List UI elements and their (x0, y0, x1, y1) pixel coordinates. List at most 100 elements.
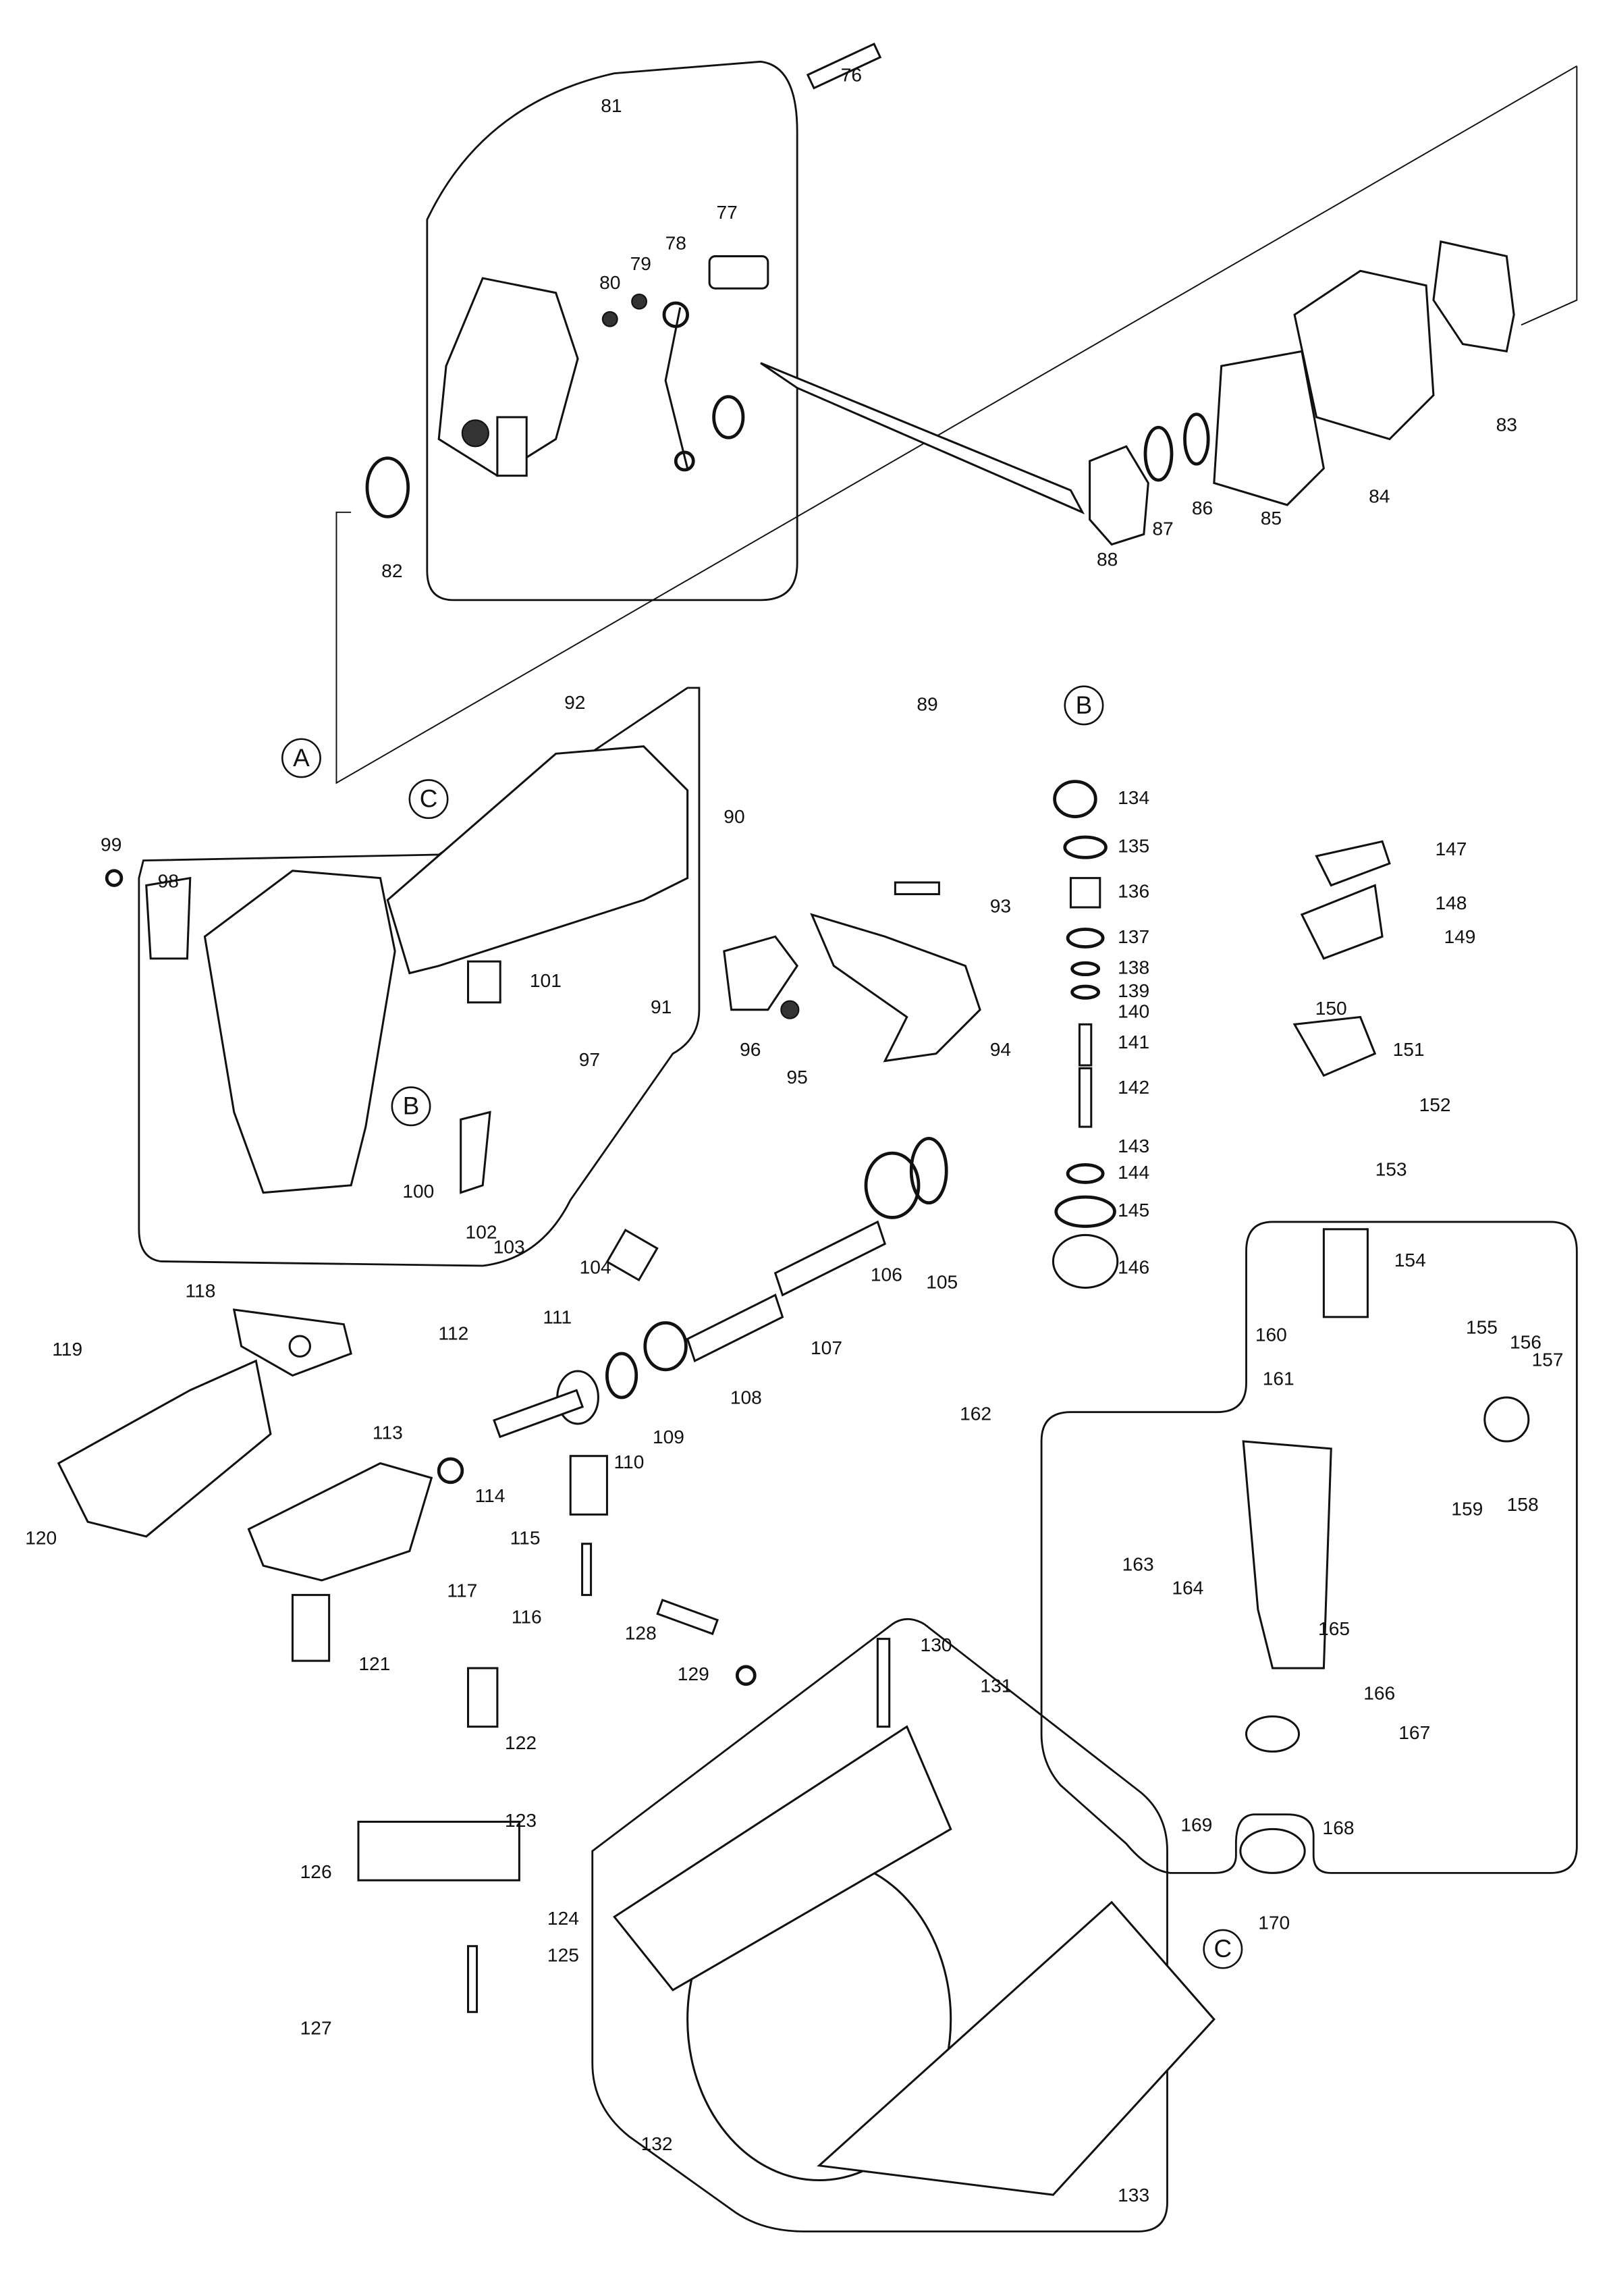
part-label-81: 81 (601, 95, 622, 116)
part-label-115: 115 (510, 1527, 541, 1549)
part-label-133: 133 (1118, 2184, 1149, 2206)
svg-text:A: A (293, 744, 310, 772)
part-label-158: 158 (1507, 1493, 1539, 1515)
part-label-102: 102 (466, 1221, 497, 1243)
part-label-139: 139 (1118, 980, 1149, 1001)
part-label-124: 124 (547, 1907, 579, 1929)
part-label-145: 145 (1118, 1199, 1149, 1221)
part-label-94: 94 (990, 1038, 1011, 1060)
part-label-78: 78 (665, 232, 686, 254)
part-label-79: 79 (630, 252, 651, 274)
part-label-153: 153 (1375, 1158, 1407, 1180)
callout-B-valve: B (1064, 685, 1104, 726)
part-label-104: 104 (580, 1256, 611, 1278)
part-label-114: 114 (475, 1485, 506, 1506)
svg-text:C: C (1214, 1935, 1232, 1963)
callout-A: A (281, 738, 321, 778)
part-label-109: 109 (653, 1426, 684, 1447)
part-label-89: 89 (917, 693, 937, 714)
connector-line-top (335, 65, 1578, 784)
part-label-88: 88 (1097, 548, 1118, 570)
part-label-167: 167 (1398, 1721, 1430, 1743)
callout-B-housing: B (391, 1086, 431, 1127)
part-label-84: 84 (1369, 485, 1390, 507)
part-label-131: 131 (980, 1675, 1012, 1697)
callout-C-housing: C (408, 779, 449, 820)
part-label-111: 111 (543, 1306, 572, 1327)
part-label-117: 117 (447, 1580, 477, 1601)
part-label-138: 138 (1118, 956, 1149, 978)
part-label-112: 112 (438, 1322, 468, 1343)
part-label-149: 149 (1444, 926, 1475, 947)
part-label-101: 101 (530, 969, 562, 991)
part-label-134: 134 (1118, 786, 1149, 808)
part-label-122: 122 (505, 1732, 537, 1753)
part-label-87: 87 (1152, 517, 1173, 539)
part-label-128: 128 (625, 1622, 657, 1644)
part-label-168: 168 (1323, 1817, 1355, 1838)
part-label-110: 110 (613, 1451, 644, 1472)
part-label-147: 147 (1435, 838, 1467, 859)
part-label-144: 144 (1118, 1161, 1149, 1183)
part-label-161: 161 (1263, 1367, 1294, 1389)
part-label-97: 97 (579, 1048, 600, 1070)
callout-C-guard: C (1203, 1929, 1243, 1969)
part-label-141: 141 (1118, 1031, 1149, 1052)
part-label-125: 125 (547, 1944, 579, 1965)
part-label-108: 108 (730, 1387, 762, 1408)
part-label-148: 148 (1435, 892, 1467, 913)
part-label-146: 146 (1118, 1256, 1149, 1278)
callout-frame-housing (138, 687, 701, 1267)
svg-text:C: C (420, 785, 438, 813)
part-label-164: 164 (1172, 1576, 1203, 1598)
part-label-91: 91 (651, 996, 672, 1017)
part-label-140: 140 (1118, 1000, 1149, 1021)
part-label-130: 130 (921, 1634, 952, 1655)
part-label-159: 159 (1451, 1497, 1483, 1519)
part-shapes (57, 43, 1530, 2196)
part-label-113: 113 (373, 1422, 403, 1443)
part-label-93: 93 (990, 895, 1011, 916)
part-label-121: 121 (358, 1653, 390, 1674)
part-label-137: 137 (1118, 926, 1149, 947)
part-label-90: 90 (724, 805, 744, 827)
part-label-86: 86 (1192, 497, 1213, 518)
part-label-123: 123 (505, 1809, 537, 1831)
part-label-83: 83 (1496, 413, 1517, 435)
part-label-166: 166 (1363, 1682, 1395, 1703)
part-label-132: 132 (641, 2133, 673, 2154)
part-label-98: 98 (158, 870, 179, 892)
svg-text:B: B (403, 1092, 420, 1120)
part-label-169: 169 (1180, 1813, 1212, 1835)
part-label-92: 92 (564, 691, 585, 713)
part-label-151: 151 (1393, 1038, 1425, 1060)
part-label-95: 95 (786, 1066, 807, 1088)
part-label-155: 155 (1466, 1316, 1498, 1338)
part-label-119: 119 (52, 1338, 82, 1360)
part-label-129: 129 (678, 1663, 709, 1684)
part-label-105: 105 (926, 1271, 958, 1292)
part-label-103: 103 (493, 1235, 525, 1257)
part-label-85: 85 (1261, 507, 1282, 529)
svg-text:B: B (1076, 691, 1093, 719)
callout-frame-blade-guard (591, 1618, 1168, 2233)
part-label-116: 116 (512, 1606, 542, 1628)
part-label-152: 152 (1419, 1094, 1451, 1115)
part-label-127: 127 (300, 2017, 332, 2039)
part-label-126: 126 (300, 1861, 332, 1882)
part-label-165: 165 (1318, 1618, 1350, 1639)
part-label-120: 120 (25, 1527, 57, 1549)
part-label-96: 96 (740, 1038, 761, 1060)
part-label-170: 170 (1258, 1912, 1290, 1933)
part-label-163: 163 (1122, 1553, 1154, 1575)
part-label-157: 157 (1531, 1348, 1563, 1370)
part-label-100: 100 (402, 1180, 434, 1202)
part-label-150: 150 (1315, 997, 1347, 1019)
part-label-107: 107 (811, 1337, 842, 1358)
part-label-82: 82 (381, 560, 402, 581)
part-label-142: 142 (1118, 1076, 1149, 1098)
part-label-154: 154 (1394, 1249, 1426, 1271)
part-label-106: 106 (871, 1264, 902, 1285)
part-label-76: 76 (841, 63, 862, 85)
